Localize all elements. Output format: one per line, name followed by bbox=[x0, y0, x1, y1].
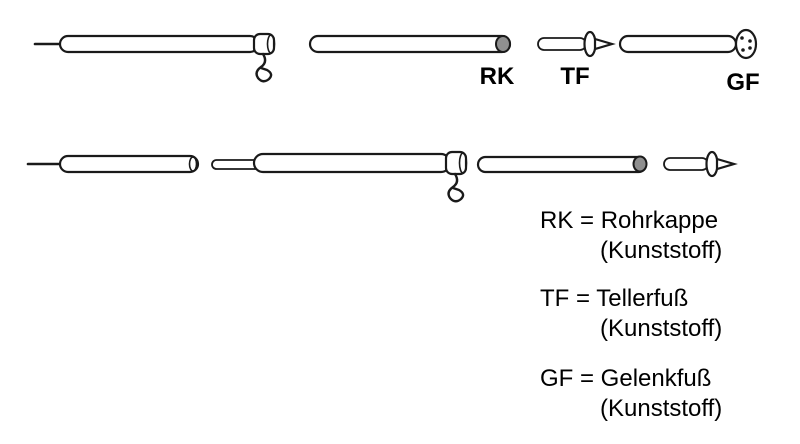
gelenkfuss-part bbox=[618, 28, 758, 60]
bottom-pole-spike-section bbox=[26, 154, 200, 174]
bottom-pole-with-cap bbox=[476, 155, 648, 174]
tf-tube bbox=[663, 157, 709, 171]
gf-disc-hole bbox=[748, 39, 752, 43]
collar-end-edge bbox=[266, 34, 276, 54]
pole-collar bbox=[444, 150, 468, 176]
gf-disc-hole bbox=[748, 46, 752, 50]
pole-tube bbox=[58, 154, 200, 174]
bottom-tellerfuss-part bbox=[663, 150, 738, 178]
collar-end-edge bbox=[458, 152, 468, 174]
guy-hook-icon bbox=[447, 172, 465, 203]
gf-disc-hole bbox=[741, 48, 745, 52]
guy-hook-icon bbox=[255, 52, 273, 83]
tf-tube bbox=[537, 37, 587, 51]
label-gf: GF bbox=[726, 69, 759, 96]
label-rk: RK bbox=[480, 63, 515, 90]
legend-rk-line2: (Kunststoff) bbox=[600, 237, 722, 264]
legend-gf-line1: GF = Gelenkfuß bbox=[540, 365, 711, 392]
tf-plate-disc bbox=[583, 30, 597, 58]
top-pole-with-hook bbox=[33, 32, 276, 83]
pole-tube bbox=[252, 152, 452, 174]
pipe-cap-rk bbox=[632, 155, 648, 173]
label-tf: TF bbox=[560, 63, 589, 90]
tube-end-edge bbox=[188, 156, 198, 172]
legend-tf-line1: TF = Tellerfuß bbox=[540, 285, 688, 312]
tf-spike-tip bbox=[593, 37, 616, 51]
gf-tube bbox=[618, 34, 738, 54]
pole-tube bbox=[58, 34, 260, 54]
legend-rk-line1: RK = Rohrkappe bbox=[540, 207, 718, 234]
pole-collar bbox=[252, 32, 276, 56]
bottom-pole-with-hook bbox=[211, 150, 468, 203]
legend-gf-line2: (Kunststoff) bbox=[600, 395, 722, 422]
pipe-cap-rk bbox=[495, 35, 511, 53]
top-pole-with-cap bbox=[308, 34, 512, 54]
tf-plate-disc bbox=[705, 150, 719, 178]
gf-joint-disc bbox=[734, 28, 758, 60]
legend-tf-line2: (Kunststoff) bbox=[600, 315, 722, 342]
gf-disc-hole bbox=[740, 36, 744, 40]
tellerfuss-part bbox=[537, 30, 616, 58]
pole-tube bbox=[308, 34, 512, 54]
pole-tube bbox=[476, 155, 648, 174]
legend: RK = Rohrkappe (Kunststoff) TF = Tellerf… bbox=[540, 207, 722, 422]
tf-spike-tip bbox=[715, 157, 738, 171]
